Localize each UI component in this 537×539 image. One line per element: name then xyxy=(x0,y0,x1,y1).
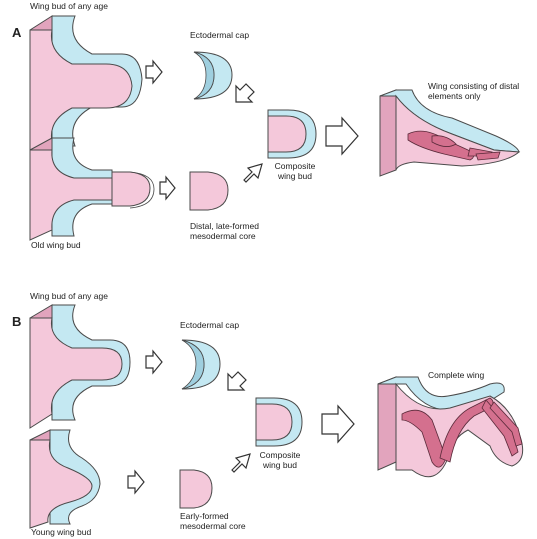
b-ectodermal-cap-label: Ectodermal cap xyxy=(180,320,240,330)
b-result-label: Complete wing xyxy=(428,370,485,380)
panel-a-letter: A xyxy=(12,25,22,40)
b-young-bud-label: Young wing bud xyxy=(31,527,92,537)
a-ectodermal-cap-label: Ectodermal cap xyxy=(190,30,250,40)
panel-b-letter: B xyxy=(12,314,22,329)
b-arrow-1 xyxy=(145,349,163,375)
b-wing-bud-any-age xyxy=(29,304,131,429)
b-mesodermal-core xyxy=(179,469,213,509)
b-ectodermal-cap xyxy=(181,339,221,390)
b-core-label: Early-formed mesodermal core xyxy=(180,511,246,531)
b-composite-label: Composite wing bud xyxy=(259,450,301,470)
a-wing-bud-any-age xyxy=(29,15,143,162)
a-composite-bud xyxy=(267,109,317,159)
a-arrow-cap-to-composite xyxy=(235,83,255,103)
a-arrow-core-to-composite xyxy=(243,163,263,183)
a-old-bud-label: Old wing bud xyxy=(31,240,81,250)
a-result-wing xyxy=(379,89,521,177)
a-arrow-to-result xyxy=(325,116,359,156)
a-arrow-2 xyxy=(159,175,176,201)
b-young-wing-bud xyxy=(29,429,101,529)
b-complete-wing xyxy=(377,376,524,478)
a-old-wing-bud xyxy=(29,137,155,241)
b-arrow-core-to-composite xyxy=(231,453,251,473)
a-arrow-1 xyxy=(145,59,163,85)
a-ectodermal-cap xyxy=(193,51,233,100)
b-composite-bud xyxy=(255,397,303,447)
b-arrow-cap-to-composite xyxy=(227,371,247,391)
b-arrow-to-result xyxy=(321,404,355,444)
a-result-label: Wing consisting of distal elements only xyxy=(428,81,520,101)
a-top-label: Wing bud of any age xyxy=(30,1,108,11)
a-composite-label: Composite wing bud xyxy=(274,161,316,181)
a-mesodermal-core xyxy=(189,171,229,211)
b-arrow-2 xyxy=(127,469,145,495)
a-core-label: Distal, late-formed mesodermal core xyxy=(190,221,259,241)
b-top-label: Wing bud of any age xyxy=(30,291,108,301)
